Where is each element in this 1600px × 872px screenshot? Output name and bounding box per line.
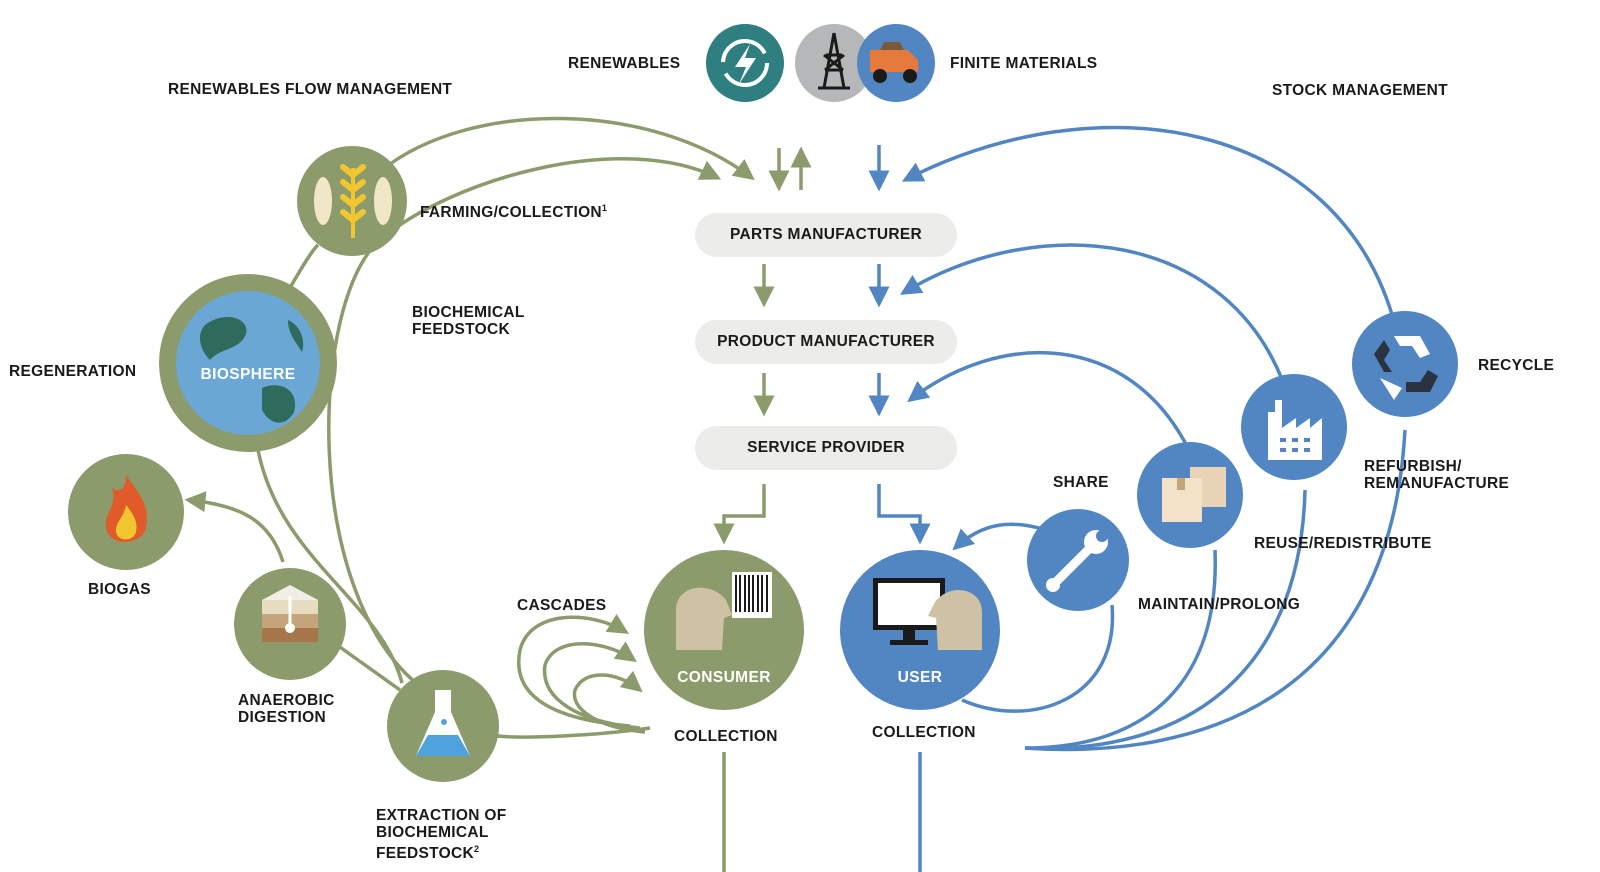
service-to-consumer-arrow — [713, 484, 766, 545]
farming-footnote: 1 — [601, 203, 608, 213]
recycle-loop — [901, 125, 1397, 326]
soil-layers-icon — [234, 568, 346, 680]
extraction-label: EXTRACTION OF BIOCHEMICAL FEEDSTOCK2 — [376, 807, 506, 862]
biochemical-feedstock-label: BIOCHEMICAL FEEDSTOCK — [412, 304, 525, 338]
boxes-icon — [1137, 442, 1243, 548]
user-node — [840, 550, 1000, 710]
finite-materials-label: FINITE MATERIALS — [950, 55, 1098, 72]
refurbish-loop — [900, 243, 1288, 391]
renewables-energy-icon — [706, 24, 784, 102]
stock-management-label: STOCK MANAGEMENT — [1272, 82, 1448, 99]
mining-truck-icon — [857, 24, 935, 102]
reuse-return — [1024, 549, 1217, 750]
wrench-icon — [1027, 509, 1129, 611]
biological-flows — [184, 116, 812, 872]
flame-icon — [68, 454, 184, 570]
biosphere-node — [159, 274, 337, 452]
user-collection-label: COLLECTION — [872, 724, 976, 741]
consumer-node — [644, 550, 804, 710]
fish-wheat-icon — [297, 146, 407, 256]
flask-icon — [387, 670, 499, 782]
cascade-arc-1 — [517, 613, 631, 728]
anaerobic-digestion-label: ANAEROBIC DIGESTION — [238, 692, 335, 726]
digestion-to-extraction — [328, 638, 402, 692]
farming-collection-label: FARMING/COLLECTION1 — [420, 200, 607, 221]
reuse-loop — [907, 351, 1192, 453]
farming-to-parts-arrow — [380, 116, 755, 181]
reuse-redistribute-label: REUSE/REDISTRIBUTE — [1254, 535, 1432, 552]
recycle-label: RECYCLE — [1478, 357, 1555, 374]
user-computer-icon — [873, 578, 982, 650]
parts-manufacturer-node: PARTS MANUFACTURER — [695, 213, 957, 257]
biogas-label: BIOGAS — [88, 581, 151, 598]
recycle-return — [1024, 429, 1407, 752]
biosphere-label: BIOSPHERE — [200, 366, 296, 383]
share-label: SHARE — [1053, 474, 1109, 491]
renewables-label: RENEWABLES — [568, 55, 681, 72]
refurbish-return — [1024, 489, 1307, 751]
cascades-label: CASCADES — [517, 597, 607, 614]
cascade-arc-3 — [572, 670, 646, 734]
maintain-return — [961, 604, 1115, 713]
farming-collection-text: FARMING/COLLECTION — [420, 204, 602, 222]
cascade-arc-2 — [542, 641, 641, 730]
maintain-prolong-label: MAINTAIN/PROLONG — [1138, 596, 1301, 613]
renewables-flow-management-label: RENEWABLES FLOW MANAGEMENT — [168, 81, 453, 98]
digestion-to-biogas-arrow — [184, 491, 285, 563]
regeneration-label: REGENERATION — [9, 363, 137, 380]
extraction-footnote: 2 — [474, 844, 480, 854]
consumer-barcode-icon — [676, 572, 772, 650]
left-outer-loop — [256, 449, 404, 684]
consumer-label: CONSUMER — [677, 669, 771, 686]
technical-flows — [868, 125, 1407, 872]
consumer-collection-label: COLLECTION — [674, 728, 778, 745]
factory-icon — [1241, 374, 1347, 480]
user-label: USER — [897, 669, 943, 686]
recycle-icon — [1352, 311, 1458, 417]
refurbish-remanufacture-label: REFURBISH/ REMANUFACTURE — [1364, 458, 1510, 492]
service-provider-node: SERVICE PROVIDER — [695, 426, 957, 470]
service-to-user-arrow — [877, 484, 931, 545]
oil-rig-icon — [795, 24, 873, 102]
product-manufacturer-node: PRODUCT MANUFACTURER — [695, 320, 957, 364]
extraction-text: EXTRACTION OF BIOCHEMICAL FEEDSTOCK — [376, 807, 507, 863]
earth-icon — [199, 317, 304, 423]
